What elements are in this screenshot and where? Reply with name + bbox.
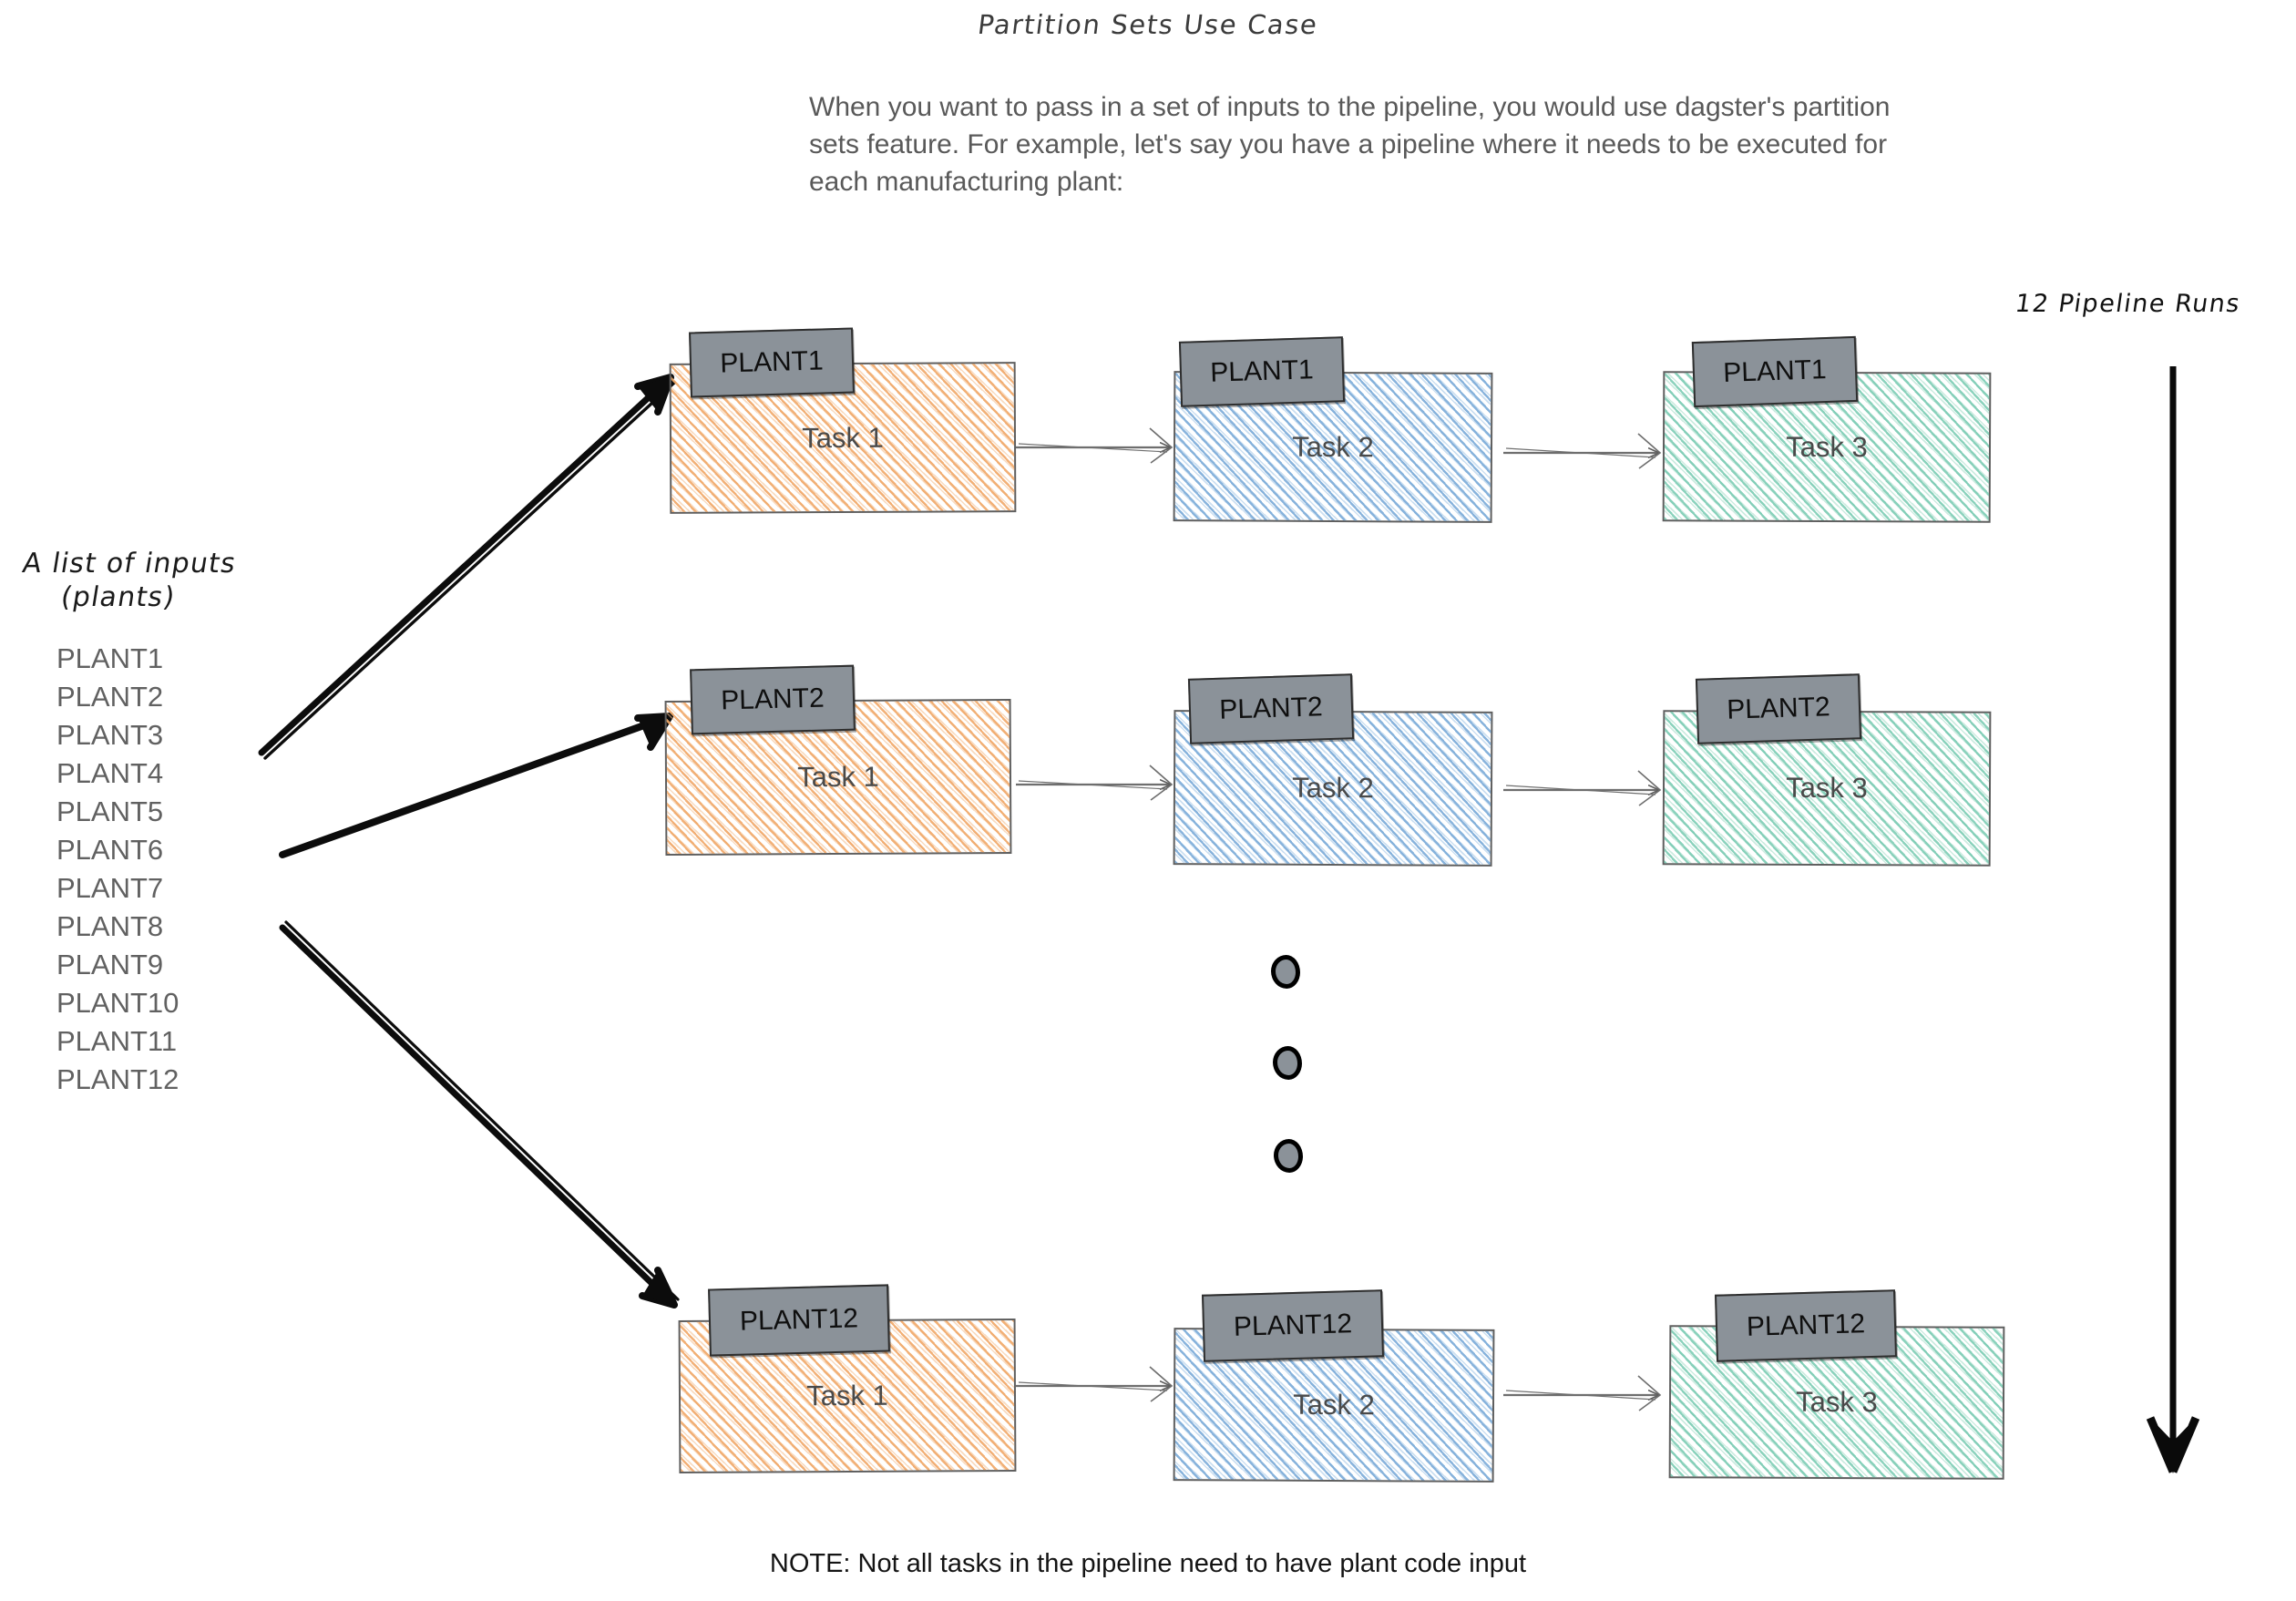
plant-tag-label: PLANT12	[1233, 1309, 1353, 1342]
row2-connector-task1-task2	[1016, 765, 1174, 801]
list-item: PLANT12	[56, 1063, 179, 1096]
row2-connector-task2-task3	[1503, 770, 1662, 806]
input-list-heading-line1: A list of inputs	[20, 548, 239, 580]
pipeline-runs-label: 12 Pipeline Runs	[2013, 290, 2243, 318]
list-item: PLANT7	[56, 872, 164, 905]
ellipsis-dot	[1271, 955, 1300, 989]
task-label: Task 2	[1292, 771, 1374, 805]
plant-input-list: PLANT1 PLANT2 PLANT3 PLANT4 PLANT5 PLANT…	[16, 640, 317, 1099]
list-item: PLANT2	[56, 681, 164, 713]
ellipsis-dot	[1274, 1139, 1303, 1173]
task-label: Task 2	[1293, 1388, 1375, 1421]
task-label: Task 1	[806, 1379, 888, 1412]
plant-tag-label: PLANT12	[739, 1303, 859, 1337]
plant-tag-label: PLANT1	[719, 345, 825, 379]
plant-tag-row2-task1: PLANT2	[690, 664, 856, 735]
plant-tag-row3-task2: PLANT12	[1202, 1289, 1384, 1362]
list-item: PLANT3	[56, 719, 164, 752]
plant-tag-label: PLANT2	[1726, 692, 1831, 725]
list-item: PLANT11	[56, 1025, 178, 1058]
fanout-arrow-to-row1	[258, 374, 676, 760]
plant-tag-row1-task1: PLANT1	[689, 327, 855, 398]
plant-tag-row3-task3: PLANT12	[1715, 1289, 1897, 1362]
task-label: Task 2	[1292, 430, 1374, 463]
list-item: PLANT8	[56, 910, 164, 943]
list-item: PLANT6	[56, 834, 164, 867]
plant-tag-label: PLANT2	[1218, 692, 1324, 725]
footer-note: NOTE: Not all tasks in the pipeline need…	[769, 1549, 1527, 1578]
intro-paragraph: When you want to pass in a set of inputs…	[809, 92, 1891, 197]
plant-tag-row2-task2: PLANT2	[1187, 673, 1355, 744]
task-label: Task 3	[1786, 430, 1868, 463]
pipeline-runs-arrow	[2146, 366, 2200, 1473]
row3-connector-task1-task2	[1016, 1366, 1174, 1402]
plant-tag-label: PLANT1	[1209, 354, 1315, 388]
row3-connector-task2-task3	[1503, 1375, 1662, 1411]
plant-tag-label: PLANT2	[720, 682, 825, 716]
task-label: Task 3	[1796, 1385, 1878, 1419]
input-list-heading: A list of inputs (plants)	[11, 547, 323, 614]
task-label: Task 1	[797, 760, 879, 794]
task-label: Task 3	[1786, 771, 1868, 805]
plant-tag-row3-task1: PLANT12	[708, 1284, 890, 1357]
row1-connector-task2-task3	[1503, 433, 1662, 469]
list-item: PLANT9	[56, 949, 164, 981]
fanout-arrow-to-row2	[279, 713, 673, 858]
plant-tag-label: PLANT12	[1746, 1309, 1866, 1342]
task-label: Task 1	[802, 421, 884, 454]
row1-connector-task1-task2	[1016, 427, 1174, 464]
fanout-arrow-to-row3	[279, 920, 680, 1309]
list-item: PLANT5	[56, 795, 164, 828]
list-item: PLANT1	[56, 642, 164, 675]
plant-tag-label: PLANT1	[1722, 354, 1828, 388]
input-list-heading-line2: (plants)	[58, 581, 179, 614]
ellipsis-dot	[1273, 1046, 1302, 1080]
input-list-panel: A list of inputs (plants) PLANT1 PLANT2 …	[16, 547, 317, 1099]
plant-tag-row1-task3: PLANT1	[1691, 335, 1859, 408]
list-item: PLANT10	[56, 987, 179, 1020]
page-title: Partition Sets Use Case	[976, 9, 1320, 40]
plant-tag-row1-task2: PLANT1	[1178, 336, 1346, 407]
list-item: PLANT4	[56, 757, 164, 790]
plant-tag-row2-task3: PLANT2	[1695, 673, 1862, 744]
